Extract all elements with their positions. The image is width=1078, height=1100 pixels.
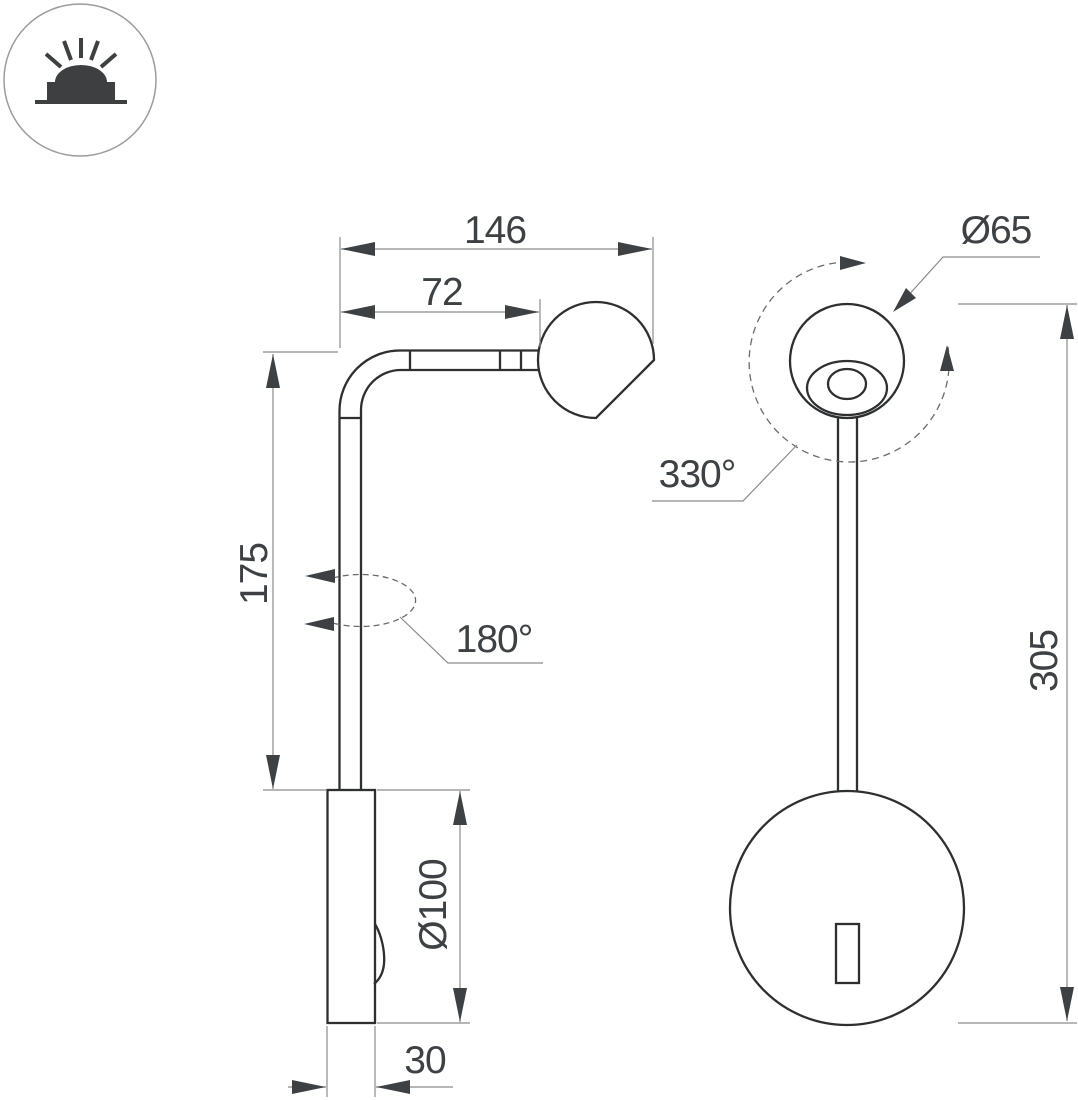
dim-175-label: 175: [233, 543, 276, 605]
side-view-object: [326, 300, 656, 1025]
luminaire-type-badge: [3, 3, 157, 157]
dim-146-label: 146: [464, 209, 526, 252]
arrowhead-30-left: [292, 1080, 326, 1094]
lamp-head-side: [536, 300, 656, 420]
switch-front: [834, 922, 861, 985]
arrowhead-72-right: [505, 305, 539, 319]
arrowhead-146-left: [341, 242, 375, 256]
base-front-circle: [728, 789, 966, 1027]
dimension-labels: 146 72 175 180° Ø100 30 Ø65 330° 305: [233, 209, 1066, 1082]
dim-d65-label: Ø65: [961, 209, 1032, 252]
side-view-dimensions: [263, 237, 654, 1097]
dim-330deg-label: 330°: [659, 453, 736, 496]
arrowhead-180-top: [305, 569, 335, 583]
lamp-body-icon: [47, 82, 115, 100]
arrowhead-d100-bottom: [453, 988, 467, 1022]
arrowhead-305-bottom: [1060, 987, 1074, 1021]
arrowhead-146-right: [618, 242, 652, 256]
switch-side-profile: [373, 923, 386, 985]
lens-led: [826, 367, 868, 401]
arrowhead-d65: [893, 288, 916, 312]
dim-305-label: 305: [1023, 630, 1066, 692]
rotation-arc-330: [748, 261, 950, 463]
leader-line-d65: [896, 256, 1040, 309]
arrowhead-175-bottom: [266, 755, 280, 789]
arrowhead-330-top: [840, 256, 866, 270]
rotation-arc-180: [332, 573, 417, 628]
arrowhead-330-right: [940, 345, 954, 371]
front-view-dimensions: [652, 256, 1077, 1024]
light-rays-icon: [44, 38, 118, 69]
lamp-base-icon: [35, 100, 127, 104]
arm-inner-edge: [359, 368, 539, 411]
arrowhead-175-top: [266, 354, 280, 388]
dim-30-label: 30: [404, 1039, 446, 1082]
arrowhead-72-left: [341, 305, 375, 319]
leader-line-330: [652, 444, 798, 502]
dim-d100-label: Ø100: [412, 859, 455, 951]
front-view-object: [728, 302, 966, 1027]
arrowhead-d100-top: [453, 791, 467, 825]
arrowhead-305-top: [1060, 305, 1074, 339]
arrowhead-30-right: [376, 1080, 410, 1094]
arrowhead-180-bottom: [304, 617, 334, 631]
dim-180deg-label: 180°: [456, 618, 533, 661]
lamp-dome-icon: [55, 65, 107, 82]
dim-72-label: 72: [421, 271, 462, 314]
arm-outer-edge: [338, 349, 539, 412]
base-side-profile: [326, 788, 377, 1025]
leader-line-180: [399, 616, 543, 664]
